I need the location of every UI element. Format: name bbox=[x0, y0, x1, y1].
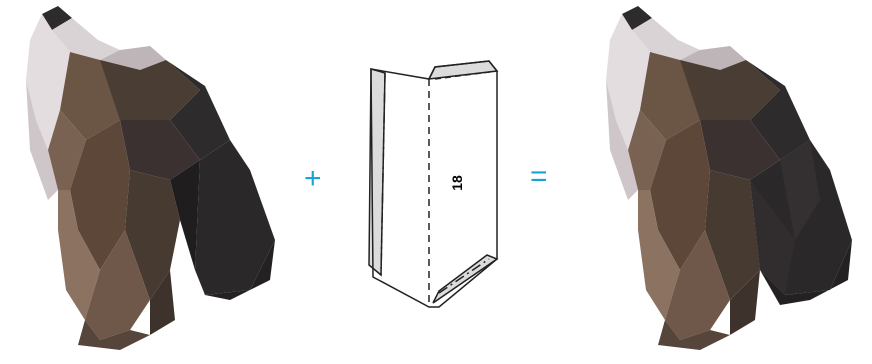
plus-operator: + bbox=[304, 164, 322, 194]
bear-head-papercraft-assembled-icon bbox=[590, 0, 872, 359]
equals-operator: = bbox=[530, 162, 548, 192]
papercraft-model-partial bbox=[0, 0, 290, 359]
piece-number-label: 18 bbox=[449, 175, 465, 191]
paper-piece-outline: 18 bbox=[355, 55, 505, 315]
bear-head-papercraft-icon bbox=[0, 0, 290, 359]
paper-piece-template: 18 bbox=[355, 55, 505, 315]
papercraft-model-assembled bbox=[590, 0, 872, 359]
